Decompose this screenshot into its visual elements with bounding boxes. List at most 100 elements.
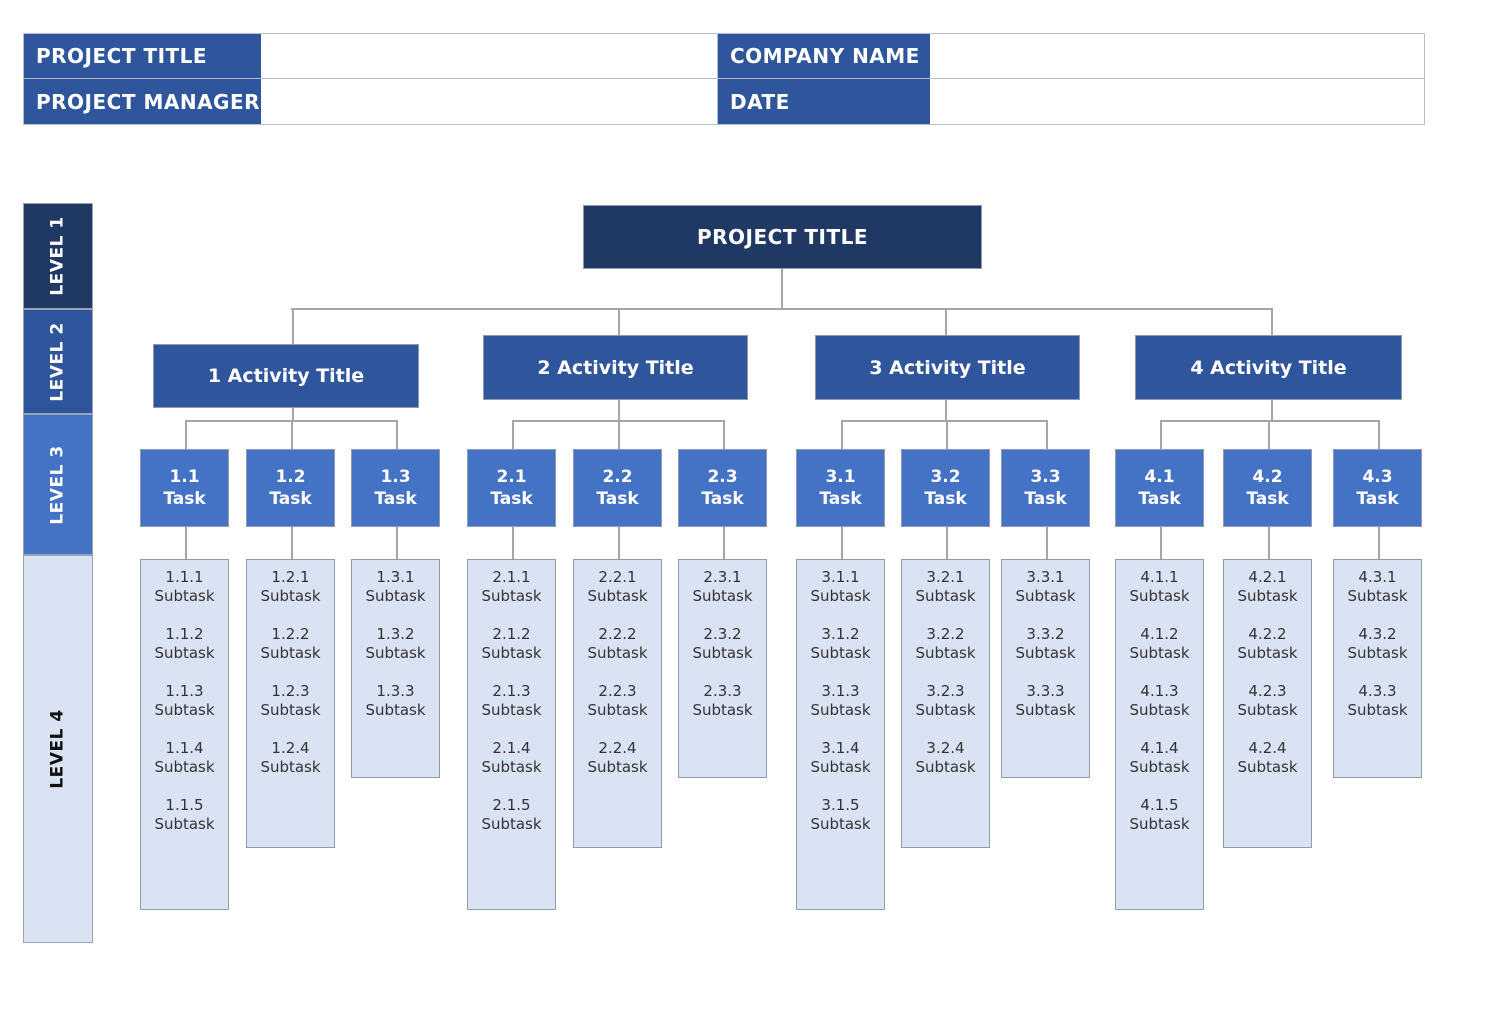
date-field[interactable] xyxy=(930,79,1424,124)
subtask-label: Subtask xyxy=(154,587,215,605)
subtask-label: Subtask xyxy=(1347,587,1408,605)
task-1.1-sub-connector xyxy=(185,527,187,559)
task-number: 2.2 xyxy=(602,467,633,487)
task-label: Task xyxy=(1024,489,1067,509)
subtask-number: 4.3.3 xyxy=(1358,682,1397,700)
subtask-label: Subtask xyxy=(1237,701,1298,719)
subtask-number: 4.1.3 xyxy=(1140,682,1179,700)
subtask-number: 3.1.4 xyxy=(821,739,860,757)
subtask-number: 3.1.2 xyxy=(821,625,860,643)
level-2-label: LEVEL 2 xyxy=(48,321,69,402)
subtask-number: 4.2.3 xyxy=(1248,682,1287,700)
activity-4-stem xyxy=(1271,400,1273,420)
subtask-number: 3.3.1 xyxy=(1026,568,1065,586)
company-name-field[interactable] xyxy=(930,34,1424,79)
task-2.3-sub-connector xyxy=(723,527,725,559)
activity-1-stem xyxy=(292,408,294,420)
subtask-label: Subtask xyxy=(481,644,542,662)
root-connector xyxy=(781,269,783,309)
task-1.2-sub-connector xyxy=(291,527,293,559)
level-4-label: LEVEL 4 xyxy=(48,709,69,789)
subtask-label: Subtask xyxy=(915,587,976,605)
task-label: Task xyxy=(596,489,639,509)
task-1.2-drop xyxy=(291,420,293,449)
task-3.3-sub-connector xyxy=(1046,527,1048,559)
task-label: Task xyxy=(1356,489,1399,509)
subtask-number: 3.3.2 xyxy=(1026,625,1065,643)
task-label: Task xyxy=(374,489,417,509)
task-3.2-sub-connector xyxy=(946,527,948,559)
project-manager-field[interactable] xyxy=(261,79,718,124)
subtask-label: Subtask xyxy=(810,815,871,833)
project-title-label: PROJECT TITLE xyxy=(24,34,261,79)
company-name-label: COMPANY NAME xyxy=(718,34,930,79)
task-label: Task xyxy=(269,489,312,509)
subtask-number: 4.1.1 xyxy=(1140,568,1179,586)
subtask-number: 2.1.5 xyxy=(492,796,531,814)
subtask-number: 3.2.3 xyxy=(926,682,965,700)
level-4-band: LEVEL 4 xyxy=(23,555,93,943)
activity-3-task-bus xyxy=(841,420,1048,422)
subtask-label: Subtask xyxy=(154,758,215,776)
project-info-table: PROJECT TITLE COMPANY NAME PROJECT MANAG… xyxy=(23,33,1425,125)
subtask-number: 4.2.2 xyxy=(1248,625,1287,643)
subtask-number: 3.1.3 xyxy=(821,682,860,700)
subtask-label: Subtask xyxy=(365,644,426,662)
subtask-number: 2.1.1 xyxy=(492,568,531,586)
subtask-number: 1.3.3 xyxy=(376,682,415,700)
task-2.2-sub-connector xyxy=(618,527,620,559)
subtask-number: 2.2.2 xyxy=(598,625,637,643)
subtask-label: Subtask xyxy=(154,701,215,719)
subtask-label: Subtask xyxy=(810,587,871,605)
task-number: 4.2 xyxy=(1252,467,1283,487)
subtask-number: 4.3.1 xyxy=(1358,568,1397,586)
subtask-number: 2.2.3 xyxy=(598,682,637,700)
task-number: 3.2 xyxy=(930,467,961,487)
activity-1-drop xyxy=(292,308,294,344)
subtask-number: 2.1.2 xyxy=(492,625,531,643)
level-3-label: LEVEL 3 xyxy=(48,444,69,525)
subtask-number: 1.2.4 xyxy=(271,739,310,757)
subtask-label: Subtask xyxy=(260,587,321,605)
subtask-label: Subtask xyxy=(365,587,426,605)
date-label: DATE xyxy=(718,79,930,124)
project-title-box: PROJECT TITLE xyxy=(583,205,982,269)
project-title-field[interactable] xyxy=(261,34,718,79)
subtask-label: Subtask xyxy=(915,758,976,776)
subtask-label: Subtask xyxy=(1015,587,1076,605)
subtask-number: 2.1.4 xyxy=(492,739,531,757)
subtask-label: Subtask xyxy=(481,587,542,605)
activity-1-box: 1 Activity Title xyxy=(153,344,419,408)
level-3-band: LEVEL 3 xyxy=(23,414,93,555)
task-3.2-drop xyxy=(946,420,948,449)
